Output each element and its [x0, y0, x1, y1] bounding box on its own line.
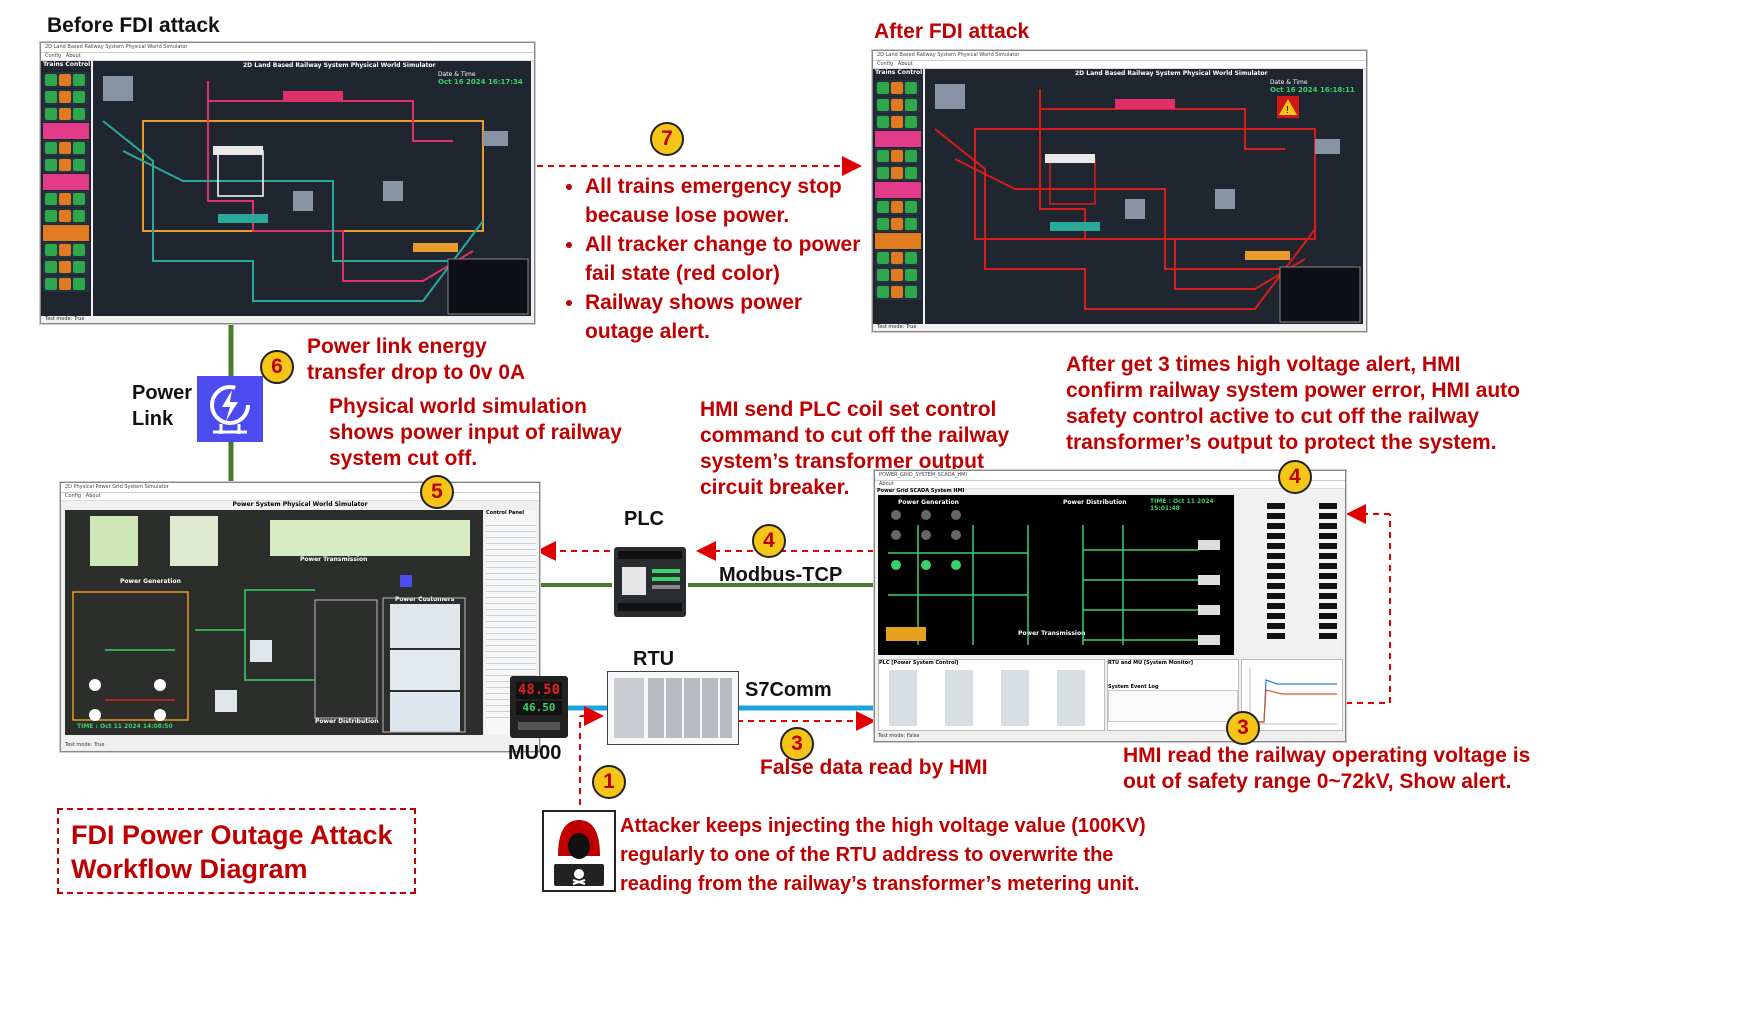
menu-bar: About	[875, 481, 1345, 489]
hmi-power-transmission-title: Power Transmission	[1018, 630, 1086, 637]
sidebar-title: Trains Control	[43, 61, 91, 68]
power-link-label: Power Link	[132, 382, 193, 430]
modbus-label: Modbus-TCP	[719, 564, 843, 586]
step-badge-5: 5	[420, 475, 454, 509]
hmi-readings-panel	[1237, 495, 1341, 655]
train-control-rows	[873, 79, 923, 301]
sim-title: 2D Land Based Railway System Physical Wo…	[1075, 70, 1268, 77]
step-badge-6: 6	[260, 350, 294, 384]
datetime-display: Oct 16 2024 16:17:34	[438, 78, 523, 86]
status-bar: Test mode: True	[877, 324, 917, 330]
diagram-title-box: FDI Power Outage Attack Workflow Diagram	[57, 808, 416, 894]
date-label: Date & Time	[438, 71, 476, 78]
before-attack-header: Before FDI attack	[47, 14, 220, 37]
window-title-bar: 2D Land Based Railway System Physical Wo…	[873, 51, 1366, 61]
step-badge-2: 3	[780, 727, 814, 761]
menu-bar: Config About	[41, 53, 534, 61]
rtu-label: RTU	[633, 648, 675, 670]
s7comm-label: S7Comm	[745, 679, 832, 701]
after-attack-header: After FDI attack	[874, 20, 1030, 43]
before-railway-window: 2D Land Based Railway System Physical Wo…	[40, 42, 535, 324]
trains-control-sidebar: Trains Control	[873, 69, 923, 324]
section-power-distribution: Power Distribution	[315, 718, 379, 725]
svg-text:!: !	[1286, 105, 1289, 116]
window-title-bar: POWER_GRID_SYSTEM_SCADA_HMI	[875, 471, 1345, 481]
hmi-plc-command-text: HMI send PLC coil set control command to…	[700, 398, 1010, 499]
rtu-device-icon	[607, 671, 739, 745]
date-label: Date & Time	[1270, 79, 1308, 86]
plc-label: PLC	[624, 508, 664, 530]
hmi-power-generation-title: Power Generation	[898, 499, 959, 506]
rtu-mu-panel-title: RTU and MU [System Monitor]	[1108, 660, 1193, 666]
mu-display-bottom: 46.50	[516, 701, 562, 715]
plc-panel: PLC [Power System Control]	[878, 659, 1105, 731]
plc-device-icon	[612, 543, 688, 621]
railway-map-panel: 2D Land Based Railway System Physical Wo…	[925, 69, 1363, 324]
event-log-list[interactable]	[1108, 690, 1238, 722]
hmi-power-distribution-title: Power Distribution	[1063, 499, 1127, 506]
hmi-time: TIME : Oct 11 2024 15:01:48	[1150, 498, 1214, 512]
hmi-readings-grid	[1267, 503, 1337, 639]
power-grid-schematic	[72, 516, 470, 733]
step7-text: All trains emergency stop because lose p…	[555, 172, 865, 346]
menu-bar: Config About	[873, 61, 1366, 69]
section-power-customers: Power Customers	[395, 596, 455, 603]
step5-text: Physical world simulation shows power in…	[329, 395, 622, 470]
trains-control-sidebar: Trains Control	[41, 61, 91, 316]
step-badge-3: 3	[1226, 711, 1260, 745]
attacker-icon	[542, 810, 616, 892]
window-title-bar: 2D Land Based Railway System Physical Wo…	[41, 43, 534, 53]
step4-top-text: After get 3 times high voltage alert, HM…	[1066, 353, 1520, 454]
hmi-schematic	[886, 510, 1220, 645]
step1-text: Attacker keeps injecting the high voltag…	[620, 815, 1146, 895]
railway-track-map	[934, 84, 1361, 323]
rtu-mu-panel: RTU and MU [System Monitor] System Event…	[1107, 659, 1239, 731]
hmi-single-line-diagram: Power Generation Power Distribution Powe…	[878, 495, 1234, 655]
diagram-title-line2: Workflow Diagram	[71, 854, 308, 884]
step-badge-7: 7	[650, 122, 684, 156]
step-badge-4-plc: 4	[752, 524, 786, 558]
railway-map-panel: 2D Land Based Railway System Physical Wo…	[93, 61, 531, 316]
step7-bullet-2: All tracker change to power fail state (…	[585, 230, 865, 288]
control-panel-title: Control Panel	[486, 510, 524, 516]
after-railway-window: 2D Land Based Railway System Physical Wo…	[872, 50, 1367, 332]
sidebar-title: Trains Control	[875, 69, 923, 76]
plc-panel-title: PLC [Power System Control]	[879, 660, 959, 666]
step3-text: HMI read the railway operating voltage i…	[1123, 744, 1531, 793]
step7-bullet-3: Railway shows power outage alert.	[585, 288, 865, 346]
power-link-icon	[197, 376, 263, 442]
sim-time: TIME : Oct 11 2024 14:08:50	[77, 723, 173, 730]
step-badge-4-hmi: 4	[1278, 460, 1312, 494]
railway-track-map	[102, 76, 529, 315]
menu-bar: Config About	[61, 493, 539, 501]
step-badge-1: 1	[592, 765, 626, 799]
sim-title: Power System Physical World Simulator	[232, 501, 368, 508]
diagram-title-line1: FDI Power Outage Attack	[71, 820, 393, 850]
event-log-title: System Event Log	[1108, 684, 1159, 690]
power-grid-sim-window: 2D Physical Power Grid System Simulator …	[60, 482, 540, 752]
scada-hmi-window: POWER_GRID_SYSTEM_SCADA_HMI About Power …	[874, 470, 1346, 742]
mu-device-icon: 48.50 46.50	[510, 676, 568, 738]
sim-title: Power Grid SCADA System HMI	[877, 488, 965, 494]
mu-label: MU00	[508, 742, 562, 764]
status-bar: Test mode: False	[878, 733, 920, 739]
datetime-display: Oct 16 2024 16:18:11	[1270, 86, 1355, 94]
step2-text: False data read by HMI	[760, 756, 988, 779]
status-bar: Test mode: True	[45, 316, 85, 322]
train-control-rows	[41, 71, 91, 293]
power-grid-panel: Power Generation Power Transmission Powe…	[65, 510, 483, 735]
section-power-generation: Power Generation	[120, 578, 181, 585]
section-power-transmission: Power Transmission	[300, 556, 368, 563]
window-title-bar: 2D Physical Power Grid System Simulator	[61, 483, 539, 493]
mu-display-top: 48.50	[516, 682, 562, 699]
step6-text: Power link energy transfer drop to 0v 0A	[307, 335, 526, 384]
step7-bullet-1: All trains emergency stop because lose p…	[585, 172, 865, 230]
sim-title: 2D Land Based Railway System Physical Wo…	[243, 62, 436, 69]
power-outage-alert-icon: !	[1277, 96, 1299, 118]
status-bar: Test mode: True	[65, 742, 105, 748]
